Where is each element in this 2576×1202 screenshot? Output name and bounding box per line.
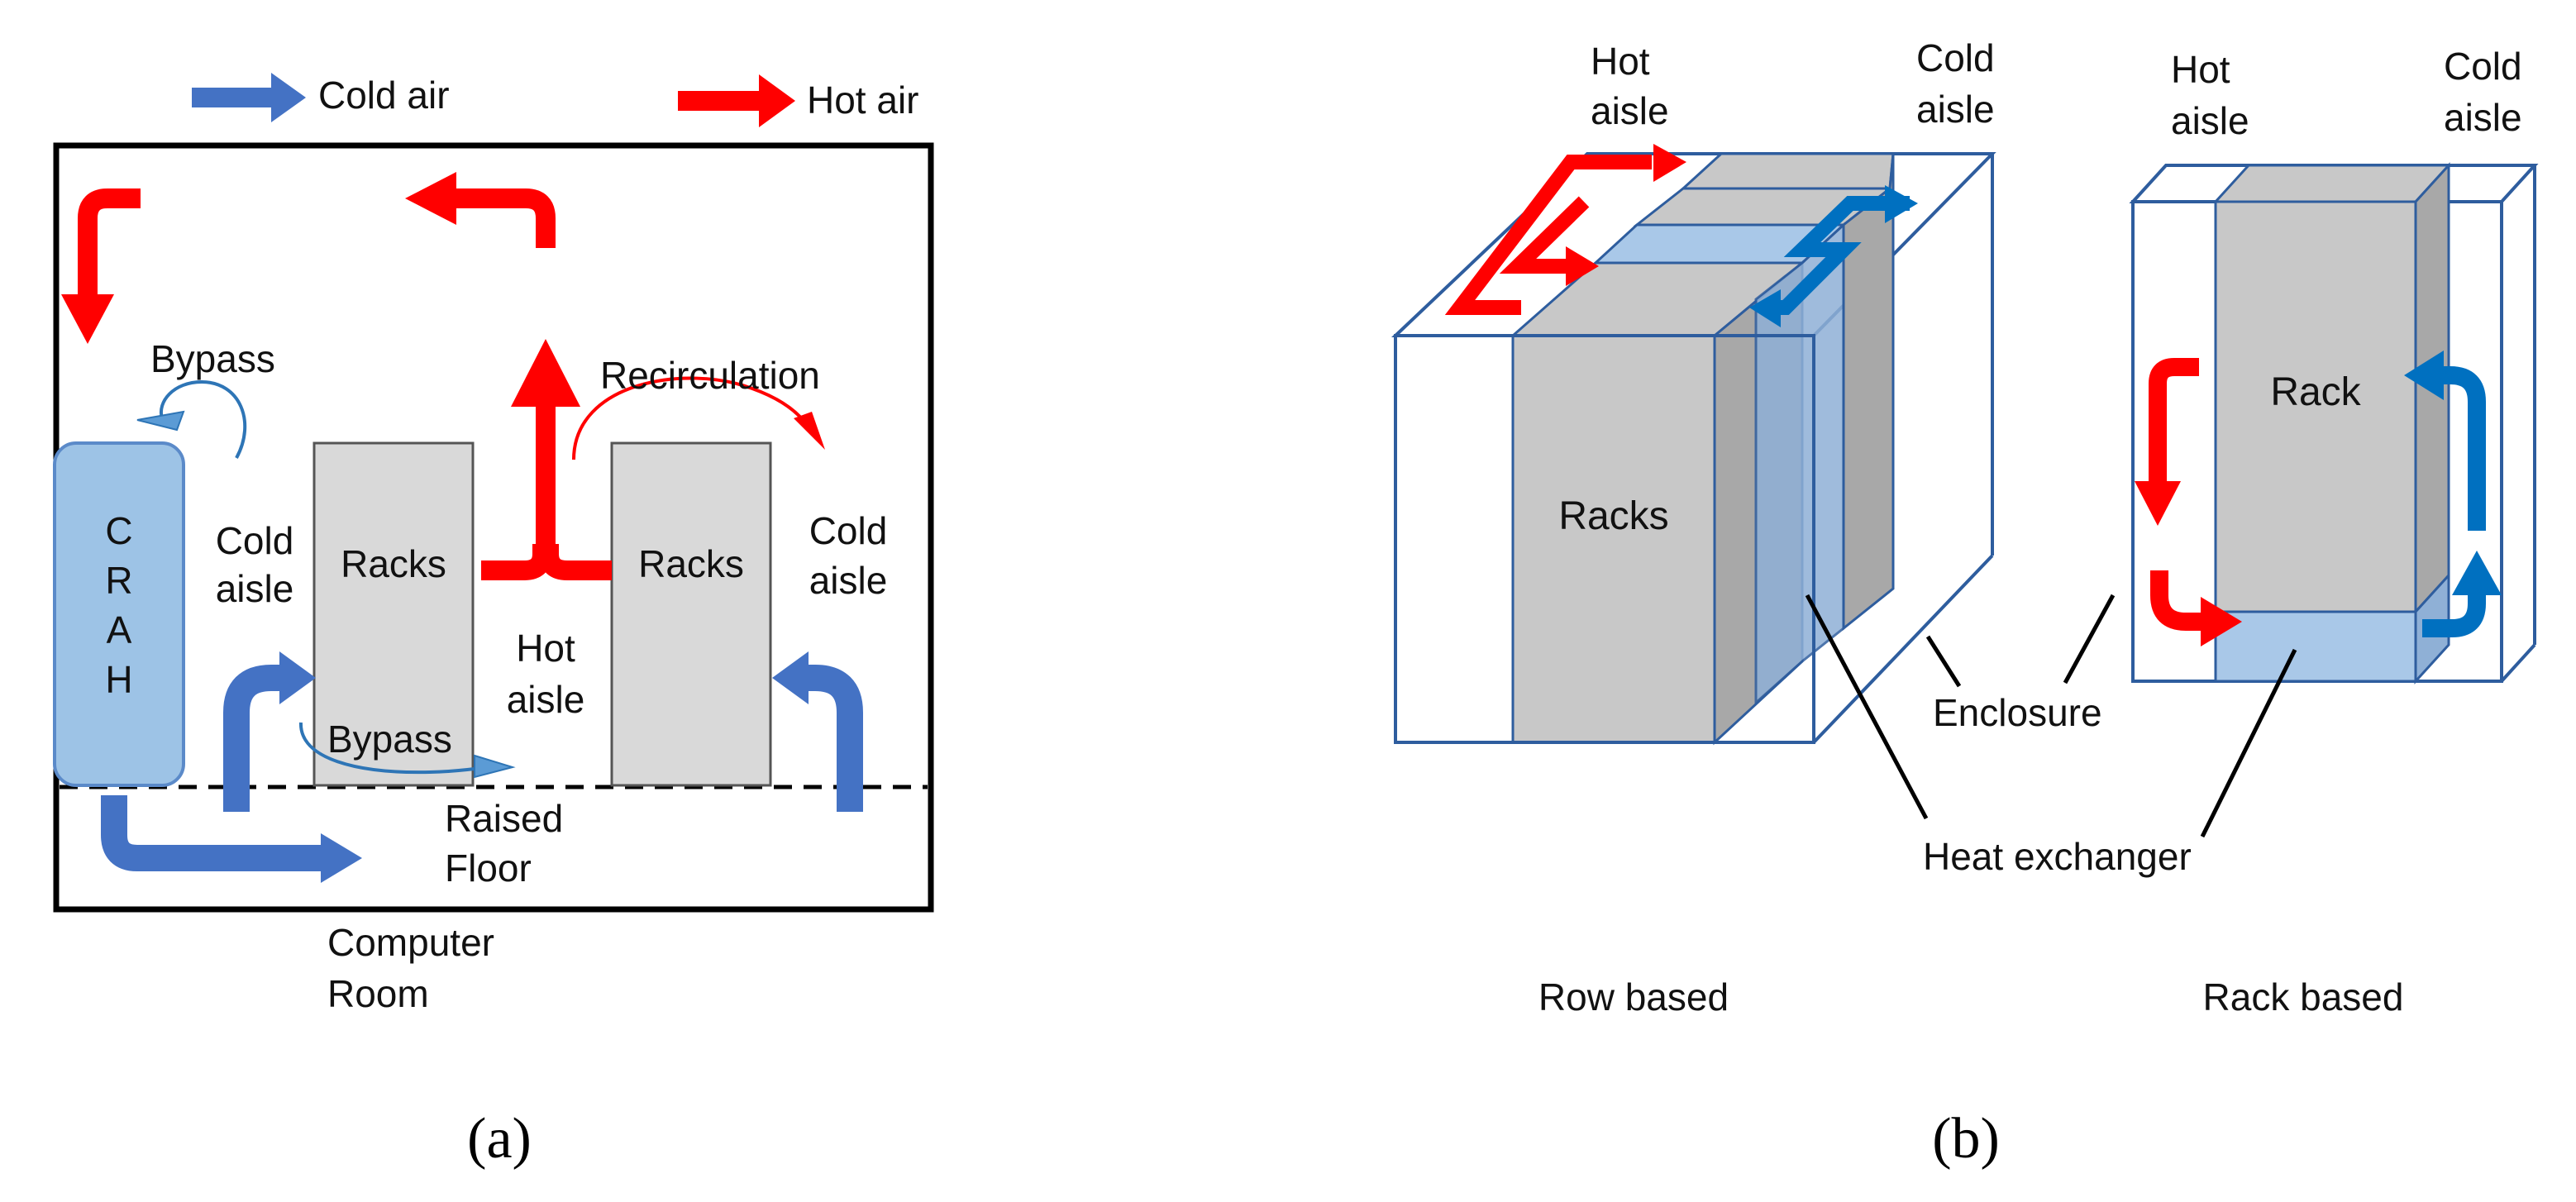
row-hot-aisle-label: Hot xyxy=(1591,40,1650,83)
cold-aisle-right-arrow xyxy=(807,665,863,812)
panel-b-rack-based: Rack Hot aisle Cold aisle Rack based xyxy=(2063,45,2539,1018)
row-cold-air-head xyxy=(1885,185,1918,223)
heat-exchanger-label: Heat exchanger xyxy=(1923,835,2192,878)
raised-floor-label: Floor xyxy=(445,847,532,890)
row-cold-aisle-label: Cold xyxy=(1916,36,1995,79)
rack-cold-air-arrow xyxy=(2440,366,2486,531)
cold-aisle-right-label: aisle xyxy=(809,559,888,602)
cold-air-legend-label: Cold air xyxy=(318,74,450,117)
crah-letter: H xyxy=(105,658,132,701)
rack-hot-aisle-label: aisle xyxy=(2171,99,2249,142)
cold-aisle-right-label: Cold xyxy=(809,509,888,552)
recirculation-arrow xyxy=(572,376,813,460)
rack-hot-air-head xyxy=(2201,597,2242,646)
heat-exchanger-leader xyxy=(2200,648,2297,838)
cold-air-legend-arrow xyxy=(192,73,306,122)
row-hot-air-arrow xyxy=(1499,196,1590,274)
rack-hot-aisle-label: Hot xyxy=(2171,48,2230,91)
hot-air-legend-label: Hot air xyxy=(807,79,918,122)
rack-hot-air-head xyxy=(2135,481,2181,526)
hot-aisle-up-head xyxy=(511,339,580,407)
rack-top xyxy=(1680,152,1895,190)
rack-front xyxy=(2214,200,2417,613)
rack-hot-air-arrow xyxy=(2149,358,2199,484)
bypass-top-head xyxy=(136,410,185,432)
cold-aisle-right-arrow-head xyxy=(772,651,809,704)
raised-floor-label: Raised xyxy=(445,797,563,840)
hot-return-left-arrow xyxy=(78,188,141,296)
row-hot-air-head xyxy=(1566,246,1599,286)
panel-b-row-based: Racks Hot aisle Cold aisle Row based xyxy=(1391,36,1996,1018)
racks-left xyxy=(312,441,475,787)
rack-side xyxy=(1842,153,1895,632)
hot-return-top-arrow xyxy=(453,188,556,248)
rack-cold-air-arrow xyxy=(2422,594,2486,637)
hot-air-legend-arrow xyxy=(678,74,795,127)
bypass-top-label: Bypass xyxy=(150,337,275,380)
computer-room-label: Computer xyxy=(327,921,494,964)
racks-right xyxy=(610,441,772,787)
crah-letter: C xyxy=(105,509,132,552)
recirculation-label: Recirculation xyxy=(600,354,820,397)
racks-left-label: Racks xyxy=(341,542,446,585)
panel-a: Cold air Hot air C R A H Racks Racks xyxy=(53,73,934,1171)
cold-aisle-left-arrow-head xyxy=(279,651,316,704)
bypass-top-arrow xyxy=(159,379,247,459)
hot-return-left-head xyxy=(61,294,114,344)
computer-room-frame xyxy=(53,142,934,913)
cold-aisle-left-label: aisle xyxy=(216,567,294,610)
hot-return-top-head xyxy=(405,172,456,225)
row-enclosure-edge xyxy=(1812,554,1994,744)
floor-cold-arrow xyxy=(101,795,322,871)
panel-b-label: (b) xyxy=(1932,1107,2000,1171)
heat-exchanger-front xyxy=(2214,610,2417,683)
enclosure-leader xyxy=(1925,635,1962,688)
hot-aisle-label: aisle xyxy=(507,678,585,721)
rack-cold-aisle-label: Cold xyxy=(2444,45,2522,88)
row-hot-aisle-label: aisle xyxy=(1591,89,1669,132)
crah-letter: A xyxy=(107,608,132,651)
rack-hot-air-arrow xyxy=(2150,570,2204,631)
rack-cold-air-head xyxy=(2452,551,2502,595)
rack-label: Rack xyxy=(2270,370,2361,414)
panel-a-label: (a) xyxy=(467,1107,532,1171)
enclosure-leader xyxy=(2063,594,2116,684)
hot-aisle-label: Hot xyxy=(516,627,575,670)
bypass-bottom-head xyxy=(474,754,516,779)
racks-right-label: Racks xyxy=(638,542,744,585)
rack-cold-air-head xyxy=(2404,351,2444,400)
bypass-bottom-label: Bypass xyxy=(327,718,452,761)
heat-exchanger-leader xyxy=(1805,594,1929,820)
row-cold-air-arrow xyxy=(1777,196,1910,315)
enclosure-label: Enclosure xyxy=(1933,691,2102,734)
racks-front xyxy=(1511,334,1716,744)
row-cold-air-head xyxy=(1749,289,1781,327)
crah-unit xyxy=(53,441,185,787)
row-enclosure-front xyxy=(1394,334,1815,744)
computer-room-label: Room xyxy=(327,972,429,1015)
rack-cold-aisle-label: aisle xyxy=(2444,96,2522,139)
crah-letter: R xyxy=(105,559,132,602)
cold-aisle-left-label: Cold xyxy=(216,519,294,562)
row-cold-aisle-label: aisle xyxy=(1916,88,1995,131)
rack-enclosure-edge xyxy=(2500,643,2536,683)
row-based-caption: Row based xyxy=(1538,975,1729,1018)
recirculation-head xyxy=(794,412,825,450)
rack-based-caption: Rack based xyxy=(2203,975,2404,1018)
row-hot-air-head xyxy=(1653,144,1686,182)
racks-row-label: Racks xyxy=(1558,494,1668,538)
cold-aisle-left-arrow xyxy=(223,665,281,812)
rack-top xyxy=(2212,164,2452,203)
row-hot-air-arrow xyxy=(1444,155,1652,315)
floor-cold-arrow-head xyxy=(321,833,362,883)
